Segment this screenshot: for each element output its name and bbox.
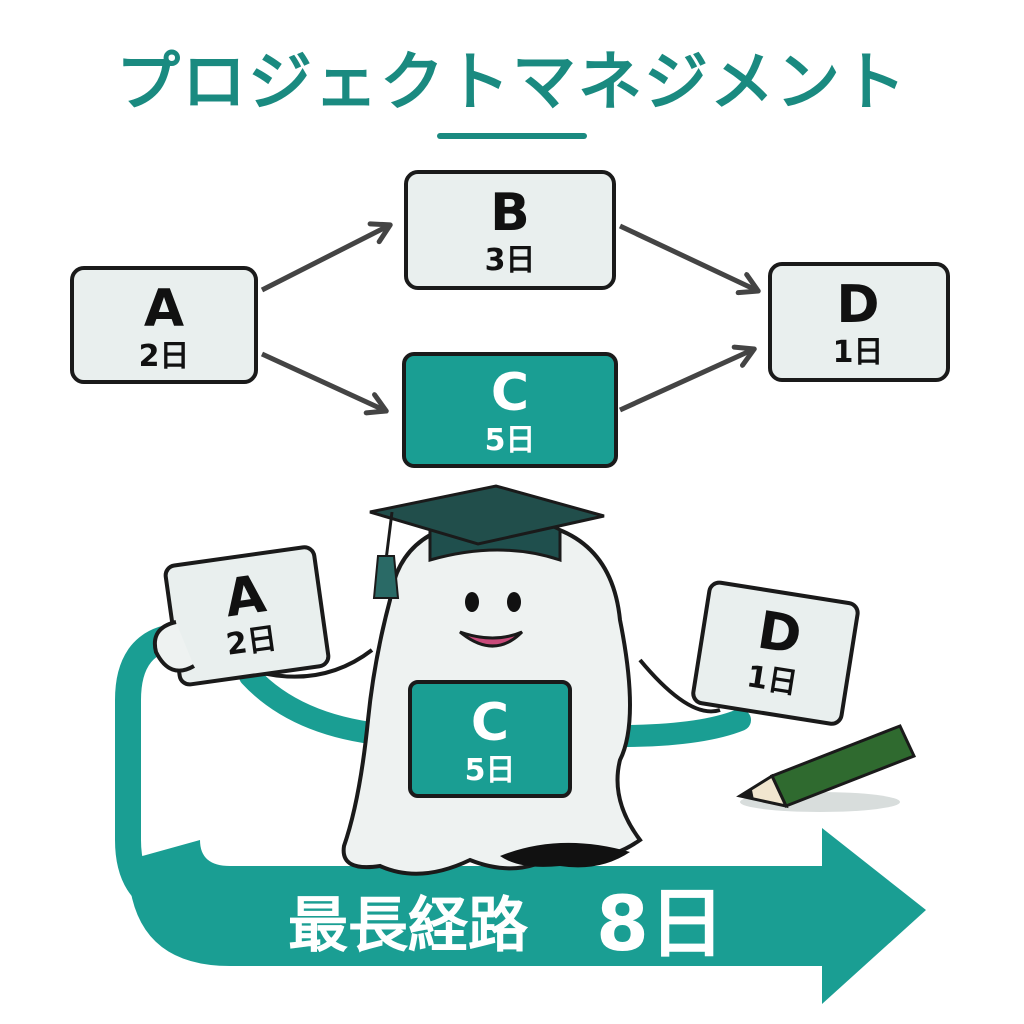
mascot-right-eye [507,592,521,612]
held-card-d-days: 1日 [744,659,800,702]
task-node-c-label: C [491,363,529,423]
network-arrows [260,221,761,416]
task-node-d-days: 1日 [833,335,884,370]
critical-path-shaft [128,828,926,1004]
held-card-d-box [691,580,860,726]
held-card-a-label: A [221,564,269,629]
task-node-d-label: D [836,275,879,335]
banner-value: 8日 [596,879,725,968]
held-card-d-label: D [754,601,806,667]
held-card-c-box [408,680,572,798]
pencil-lead [740,790,754,800]
cap-tassel-cord [384,511,394,561]
held-card-a: A 2日 [163,545,331,687]
task-node-b-label: B [490,183,530,243]
graduation-cap-icon [369,484,605,599]
task-node-d: D 1日 [768,262,950,382]
arrow-c-to-d [618,344,757,413]
held-card-a-days: 2日 [224,621,279,663]
arrow-a-to-b [260,221,393,293]
pencil-icon [736,724,917,812]
held-card-c-days: 5日 [465,753,516,788]
mascot-foot [500,842,630,868]
task-node-a-box [70,266,258,384]
arrow-b-to-d [618,223,761,296]
task-node-b: B 3日 [404,170,616,290]
page-title: プロジェクトマネジメント [116,46,908,120]
task-node-a-label: A [144,279,184,339]
task-node-b-box [404,170,616,290]
cap-tassel [372,555,400,599]
task-node-b-days: 3日 [485,243,536,278]
held-card-d: D 1日 [691,580,860,726]
mascot-right-arm [638,658,721,714]
mascot-mouth [459,630,524,648]
arrow-a-to-c [260,351,389,416]
mascot-left-eye [465,592,479,612]
task-node-a: A 2日 [70,266,258,384]
mascot-left-hand [153,620,196,673]
task-node-c-days: 5日 [485,423,536,458]
banner-label: 最長経路 [288,891,529,961]
task-node-d-box [768,262,950,382]
task-node-c-box [402,352,618,468]
cap-board [369,484,605,546]
task-node-c: C 5日 [402,352,618,468]
held-card-c-label: C [471,693,509,753]
task-node-a-days: 2日 [139,339,190,374]
held-card-c: C 5日 [408,680,572,798]
